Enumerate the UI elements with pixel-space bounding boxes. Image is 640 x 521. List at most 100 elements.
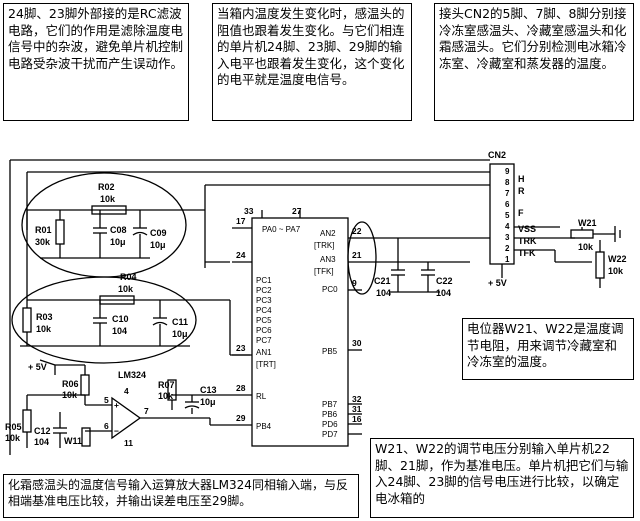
r05-label: R05 [5,422,22,432]
opamp-pin6: 6 [104,421,109,431]
r01-value: 30k [35,237,51,247]
cn2-pin6: 6 [505,200,510,209]
pin22: 22 [352,226,362,236]
c12-value: 104 [34,437,49,447]
an1-label: AN1 [256,348,272,357]
note-cn2-pins: 接头CN2的5脚、7脚、8脚分别接冷冻室感温头、冷藏室感温头和化霜感温头。它们分… [434,3,634,121]
pin9: 9 [352,278,357,288]
opamp-minus: − [114,426,119,436]
cn2-pin4: 4 [505,222,510,231]
c12-label: C12 [34,426,51,436]
pb7-label: PB7 [322,400,338,409]
pin31: 31 [352,404,362,414]
w22-value: 10k [608,266,624,276]
r01-label: R01 [35,225,52,235]
pin32: 32 [352,394,362,404]
cn2-pin2: 2 [505,244,510,253]
cn2-r-label: R [518,186,525,196]
cn2-trk-label: TRK [518,236,537,246]
pin24: 24 [236,250,246,260]
pc1-label: PC1 [256,276,272,285]
opamp-pin4: 4 [124,386,129,396]
c11-label: C11 [172,317,188,327]
pin30: 30 [352,338,362,348]
pd7-label: PD7 [322,430,338,439]
r03-value: 10k [36,324,52,334]
r07-value: 10k [158,391,174,401]
pin28: 28 [236,383,246,393]
c22-label: C22 [436,276,453,286]
pc5-label: PC5 [256,316,272,325]
cn2-pin9: 9 [505,167,510,176]
an2-label: AN2 [320,229,336,238]
note-filter-caps: 24脚、23脚外部接的是RC滤波电路，它们的作用是滤除温度电信号中的杂波，避免单… [3,3,189,121]
opamp-pin11: 11 [124,438,133,448]
trt-label: [TRT] [256,360,276,369]
pb6-label: PB6 [322,410,338,419]
pc4-label: PC4 [256,306,272,315]
pd6-label: PD6 [322,420,338,429]
cn2-pin8: 8 [505,178,510,187]
pc0-label: PC0 [322,285,338,294]
w22-label: W22 [608,254,627,264]
cn2-pin1: 1 [505,255,510,264]
pin17: 17 [236,216,246,226]
cn2-h-label: H [518,174,525,184]
r03-label: R03 [36,312,53,322]
r04-value: 10k [118,284,134,294]
c10-label: C10 [112,314,129,324]
cn2-vss-label: VSS [518,224,536,234]
r07-label: R07 [158,380,175,390]
c08-label: C08 [110,225,127,235]
rl-label: RL [256,392,267,401]
cn2-pin3: 3 [505,233,510,242]
pc7-label: PC7 [256,336,272,345]
lm324-label: LM324 [118,370,146,380]
note-temp-change: 当箱内温度发生变化时，感温头的阻值也跟着发生变化。与它们相连的单片机24脚、23… [212,3,412,121]
note-defrost-signal: 化霜感温头的温度信号输入运算放大器LM324同相输入端，与反相端基准电压比较，并… [3,474,359,518]
cn2-pin7: 7 [505,189,510,198]
c09-value: 10μ [150,240,166,250]
pb4-label: PB4 [256,422,272,431]
an3-label: AN3 [320,255,336,264]
cn2-pin5: 5 [505,211,510,220]
c21-label: C21 [374,276,391,286]
pin21: 21 [352,250,362,260]
c13-value: 10μ [200,397,216,407]
opamp-pin7: 7 [144,406,149,416]
cn2-label: CN2 [488,150,506,160]
c13-label: C13 [200,385,217,395]
cn2-tfk-label: TFK [518,248,536,258]
note-reference-voltage: W21、W22的调节电压分别输入单片机22脚、21脚，作为基准电压。单片机把它们… [370,438,634,518]
r04-label: R04 [120,272,137,282]
cn2-f-label: F [518,208,524,218]
c09-label: C09 [150,228,167,238]
r05-value: 10k [5,433,21,443]
pc2-label: PC2 [256,286,272,295]
r06-label: R06 [62,379,79,389]
opamp-plus: + [114,400,119,410]
c21-value: 104 [376,288,391,298]
tfk-label: [TFK] [314,267,334,276]
w21-label: W21 [578,218,597,228]
pin33: 33 [244,206,254,216]
r02-label: R02 [98,182,115,192]
pc3-label: PC3 [256,296,272,305]
r06-value: 10k [62,390,78,400]
plus5v-right-label: + 5V [488,278,507,288]
c08-value: 10μ [110,237,126,247]
pa-label: PA0 ~ PA7 [262,225,301,234]
c10-value: 104 [112,326,127,336]
pin16: 16 [352,414,362,424]
note-potentiometers: 电位器W21、W22是温度调节电阻，用来调节冷藏室和冷冻室的温度。 [462,318,634,380]
plus5v-left-label: + 5V [28,362,47,372]
trk-label: [TRK] [314,241,334,250]
w11-label: W11 [64,436,82,446]
r02-value: 10k [100,194,116,204]
c11-value: 10μ [172,329,188,339]
opamp-pin5: 5 [104,395,109,405]
c22-value: 104 [436,288,451,298]
w21-value: 10k [578,242,594,252]
pin27: 27 [292,206,302,216]
